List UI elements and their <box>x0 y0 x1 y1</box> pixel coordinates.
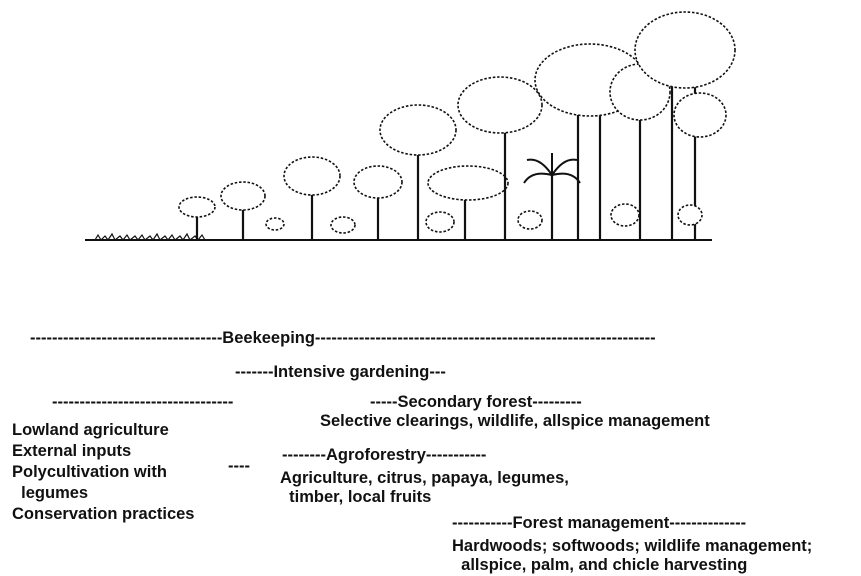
shrub-1 <box>178 196 216 240</box>
ground-grass <box>94 232 206 242</box>
agroforestry-title: --------Agroforestry----------- <box>282 446 487 464</box>
left-item: Conservation practices <box>12 505 195 523</box>
connector-dash: ---- <box>228 457 250 475</box>
tree-2 <box>220 181 266 240</box>
tree-6 <box>427 165 509 240</box>
left-items-list: Lowland agriculture External inputs Poly… <box>12 420 194 524</box>
left-rule: --------------------------------- <box>52 393 234 411</box>
tree-4 <box>353 165 403 240</box>
left-item: Lowland agriculture <box>12 421 169 439</box>
forest-succession-illustration <box>85 11 736 242</box>
intensive-gardening-label: -------Intensive gardening--- <box>235 363 446 381</box>
beekeeping-label: -----------------------------------Beeke… <box>30 329 656 347</box>
forest-management-detail-2: allspice, palm, and chicle harvesting <box>452 556 748 574</box>
forest-management-detail-1: Hardwoods; softwoods; wildlife managemen… <box>452 537 813 555</box>
tree-3 <box>283 156 341 240</box>
secondary-forest-title: -----Secondary forest--------- <box>370 393 582 411</box>
tree-7 <box>457 76 543 240</box>
forest-management-title: -----------Forest management------------… <box>452 514 747 532</box>
secondary-forest-detail: Selective clearings, wildlife, allspice … <box>320 412 710 430</box>
tree-10 <box>634 11 736 240</box>
left-item: Polycultivation with <box>12 463 167 481</box>
understory <box>265 203 703 234</box>
left-item: External inputs <box>12 442 132 460</box>
left-item: legumes <box>12 484 89 502</box>
agroforestry-detail-2: timber, local fruits <box>280 488 432 506</box>
palm-tree <box>523 153 581 240</box>
tree-5 <box>379 104 457 240</box>
agroforestry-detail-1: Agriculture, citrus, papaya, legumes, <box>280 469 569 487</box>
